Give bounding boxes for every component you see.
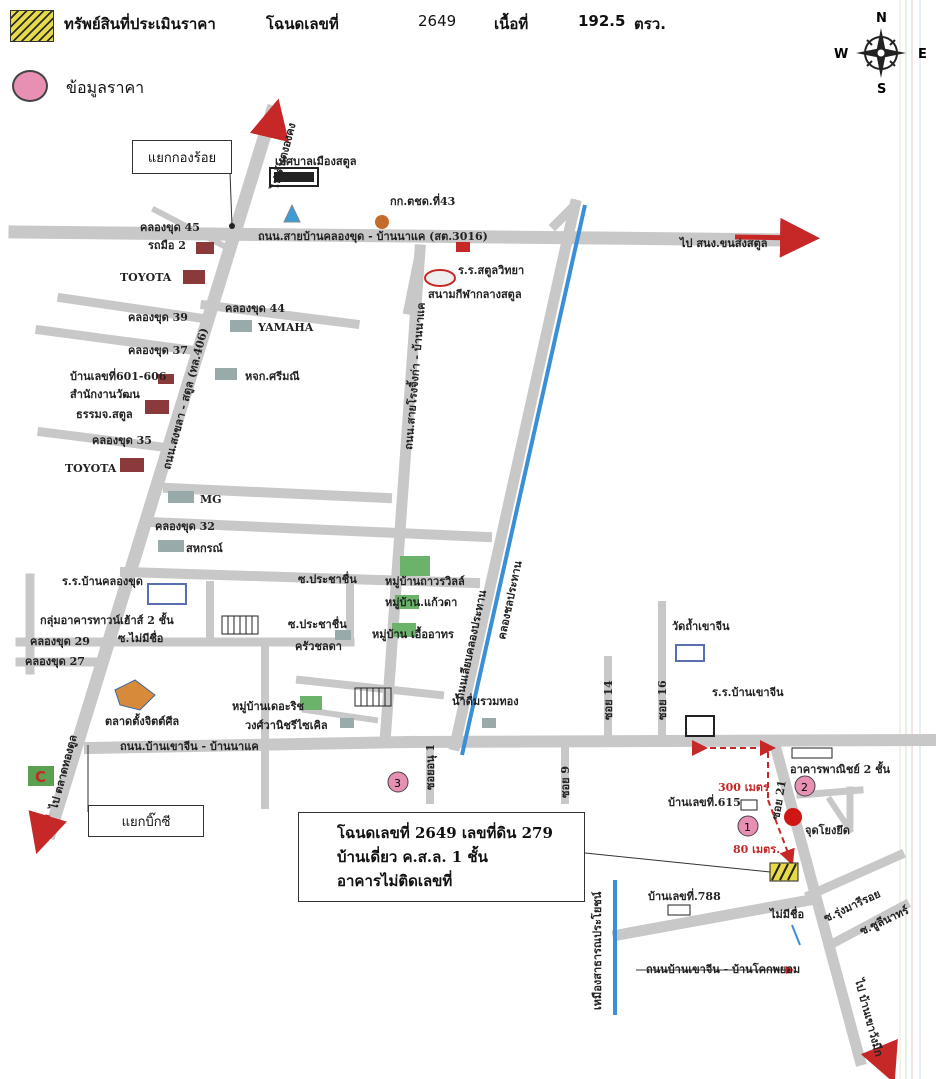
place-toyota-2: TOYOTA [65,462,117,475]
road-khlong-khut-37: คลองขุด 37 [128,344,188,358]
place-cultural-office: สำนักงานวัฒน [70,388,140,401]
callout-bigc-junction: แยกบิ๊กซี [88,805,204,837]
place-school-khao-chin: ร.ร.บ้านเขาจีน [712,686,784,699]
road-khlong-khut-27: คลองขุด 27 [25,655,85,669]
property-parcel [769,862,799,882]
compass-n: N [876,11,887,26]
place-wong-wanit: วงศ์วานิชรีไซเคิล [245,718,328,732]
place-village-ris: หมู่บ้านเดอะริช [232,700,305,714]
bigc-logo: C [35,768,46,786]
road-pracha-chuen-2: ซ.ประชาชื่น [288,616,347,631]
road-khlong-khut-39: คลองขุด 39 [128,311,188,325]
marker-2: 2 [801,781,808,794]
arrow-north [249,98,289,143]
compass-s: S [877,82,886,97]
info-line-3: อาคารไม่ติดเลขที่ [337,872,453,890]
irrigation-canal [460,204,587,756]
canal-label: คลองชลประทาน [495,559,524,640]
info-line-1: โฉนดเลขที่ 2649 เลขที่ดิน 279 [337,824,553,842]
legend-price-label: ข้อมูลราคา [66,78,145,97]
place-motorcycle: รถมือ 2 [148,239,186,252]
road-khlong-khut-35: คลองขุด 35 [92,434,152,448]
road-soi-kaew: ซ.ซูลีนาทร์ [858,904,911,939]
place-house-615: บ้านเลขที่.615 [668,794,741,809]
compass-rose: N S E W [834,11,927,97]
place-village-ua: หมู่บ้าน เอื้ออาทร [372,626,454,642]
arrow-south [860,1038,898,1079]
place-kk-tor-chor: กก.ตชด.ที่43 [390,193,455,208]
road-mai-mi-chue: ซ.ไม่มีชื่อ [118,630,163,645]
road-khlong-khut-main: ถนน.สายบ้านคลองขุด - บ้านนาแค (สต.3016) [258,230,488,244]
callout-khlong-roi-junction: แยกกองร้อย [132,140,232,174]
road-network [8,103,937,1067]
compass-e: E [918,47,927,62]
distance-300-label: 300 เมตร [718,781,769,794]
info-line-2: บ้านเดี่ยว ค.ส.ล. 1 ชั้น [337,848,488,866]
marker-3: 3 [394,777,401,790]
road-khlong-khut-45: คลองขุด 45 [140,221,200,235]
road-soi-anu: ซอยอนุ 1 [424,744,438,790]
building-icons: C [28,167,833,916]
place-yamaha: YAMAHA [257,321,314,334]
marker-1: 1 [744,821,751,834]
place-village-kaew: หมู่บ้าน.แก้วดา [385,596,457,610]
waterway-label: เหมืองสาธารณประโยชน์ [590,891,604,1010]
distance-80-label: 80 เมตร. [733,843,780,856]
place-townhouse: กลุ่มอาคารทาวน์เฮ้าส์ 2 ชั้น [40,612,174,628]
place-wat: วัดถ้ำเขาจีน [672,618,730,633]
price-legend-dot [12,70,48,102]
legend-property-label: ทรัพย์สินที่ประเมินราคา [64,15,216,33]
road-mai-mi-chue-south: ไม่มีชื่อ [768,906,804,921]
road-khlong-khut-32: คลองขุด 32 [155,520,215,534]
legend-deed-label: โฉนดเลขที่ [266,15,339,33]
road-khao-chin: ถนน.บ้านเขาจีน - บ้านนาแค [120,740,259,753]
place-sri-mee: หจก.ศรีมณี [245,370,300,383]
place-water: น้ำดื่มรวมทอง [452,693,519,708]
property-info-box: โฉนดเลขที่ 2649 เลขที่ดิน 279 บ้านเดี่ยว… [298,812,585,902]
road-soi-14: ซอย 14 [602,680,615,720]
place-reference: จุดโยงยึด [805,823,850,838]
legend-deed-number: 2649 [418,12,457,30]
arrow-east [734,217,820,258]
place-toyota-1: TOYOTA [120,271,172,284]
legend-area-unit: ตรว. [634,15,666,33]
place-coop: สหกรณ์ [186,542,224,555]
road-khlong-khut-29: คลองขุด 29 [30,635,90,649]
road-pracha-chuen: ซ.ประชาชื่น [298,571,357,586]
road-soi-9: ซอย 9 [559,766,572,798]
place-stadium: สนามกีฬากลางสตูล [428,288,522,302]
place-house-788: บ้านเลขที่.788 [648,888,721,903]
reference-point [784,808,802,826]
road-to-sanong: ไป สนง.ขนส่งสตูล [678,236,768,251]
price-markers: 1 2 3 [387,771,816,837]
road-rongyung: ถนน.สายโรงจิ้งก่า - บ้านนาแค [400,302,428,451]
legend-area-label: เนื้อที่ [494,15,529,33]
compass-w: W [834,47,848,62]
road-soi-16: ซอย 16 [656,680,669,720]
road-khao-chin-khok: ถนนบ้านเขาจีน - บ้านโคกพยอม [646,962,800,976]
place-satun-wittaya: ร.ร.สตูลวิทยา [458,264,524,278]
legend-area-value: 192.5 [578,12,626,30]
place-dhamma: ธรรมจ.สตูล [76,408,133,422]
place-municipality: เทศบาลเมืองสตูล [275,155,357,169]
place-house-601: บ้านเลขที่601-606 [70,368,167,383]
place-mg: MG [200,493,222,506]
arrow-southwest [28,810,67,855]
place-market: ตลาดตั้งจิตต์ศีล [105,713,179,728]
road-khlong-khut-44: คลองขุด 44 [225,302,285,316]
place-commercial: อาคารพาณิชย์ 2 ชั้น [790,761,891,776]
distance-80m [767,799,795,866]
place-village-thavorn: หมู่บ้านถาวรวิลล์ [385,575,465,589]
place-school-khlong-khut: ร.ร.บ้านคลองขุด [62,575,143,589]
place-kitchen: ครัวชลดา [295,640,342,653]
property-legend-swatch [10,10,54,42]
